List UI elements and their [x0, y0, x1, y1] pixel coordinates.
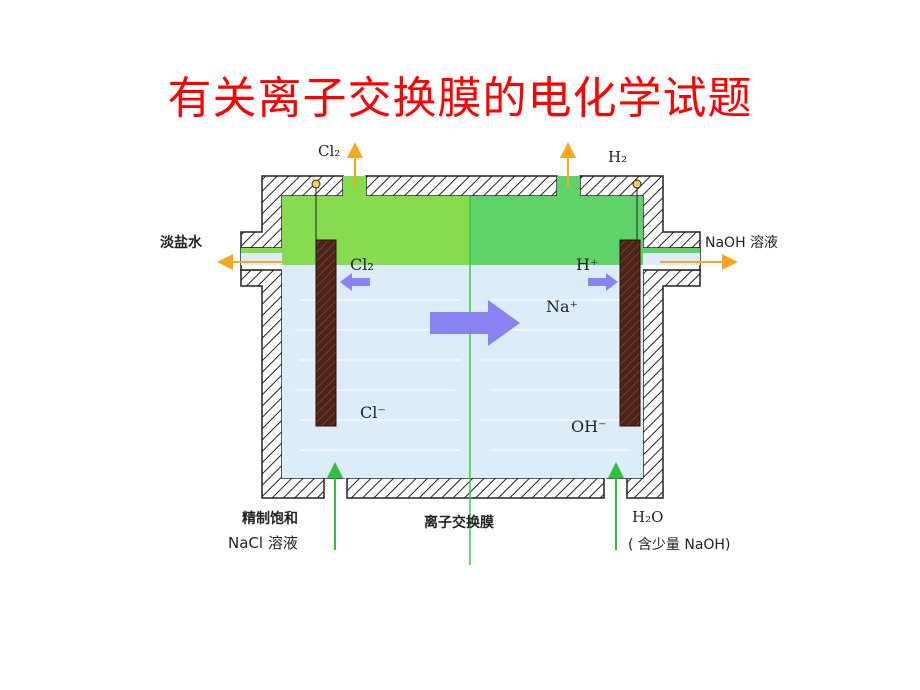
naoh-solution-label: NaOH 溶液	[705, 235, 778, 251]
water-inlet-label-line2: ( 含少量 NaOH)	[628, 537, 730, 553]
brine-inlet-label-line1: 精制饱和	[242, 510, 298, 527]
cl2-inner-label: Cl₂	[350, 255, 374, 274]
chlorine-arrow	[340, 273, 370, 291]
right-outlet-solution	[643, 253, 700, 265]
h-plus-arrow	[588, 273, 618, 291]
hydrogen-gas-region	[470, 176, 643, 265]
oh-minus-label: OH⁻	[571, 417, 607, 436]
h-plus-label: H⁺	[576, 255, 598, 274]
membrane-label: 离子交换膜	[424, 514, 494, 531]
cathode	[619, 239, 641, 427]
anode-terminal	[311, 179, 321, 189]
sodium-migration-arrow	[430, 300, 520, 346]
brine-inlet-label-line2: NaCl 溶液	[228, 534, 298, 552]
water-inlet-label-line1: H₂O	[632, 508, 663, 526]
cathode-terminal	[632, 179, 642, 189]
left-outlet-solution	[241, 253, 282, 265]
anode	[315, 239, 337, 427]
cl-minus-label: Cl⁻	[360, 403, 386, 422]
dilute-brine-label: 淡盐水	[160, 234, 203, 251]
h2-top-label: H₂	[608, 148, 627, 166]
page-title: 有关离子交换膜的电化学试题	[167, 73, 753, 124]
na-plus-label: Na⁺	[546, 297, 578, 316]
cl2-top-label: Cl₂	[318, 142, 340, 160]
